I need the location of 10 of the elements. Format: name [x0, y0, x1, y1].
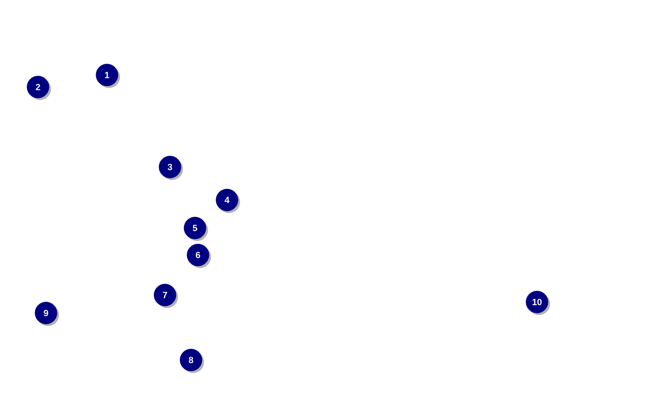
- callout-number: 10: [526, 290, 550, 315]
- callout-number: 5: [184, 216, 208, 241]
- callout-number: 3: [158, 156, 183, 180]
- callout-number: 8: [180, 348, 204, 373]
- callout-number: 2: [26, 76, 51, 100]
- callout-number: 6: [186, 244, 211, 268]
- callout-number: 1: [96, 64, 120, 88]
- callout-number: 7: [154, 284, 178, 308]
- callout-number: 9: [34, 302, 59, 326]
- callout-number: 4: [216, 188, 240, 213]
